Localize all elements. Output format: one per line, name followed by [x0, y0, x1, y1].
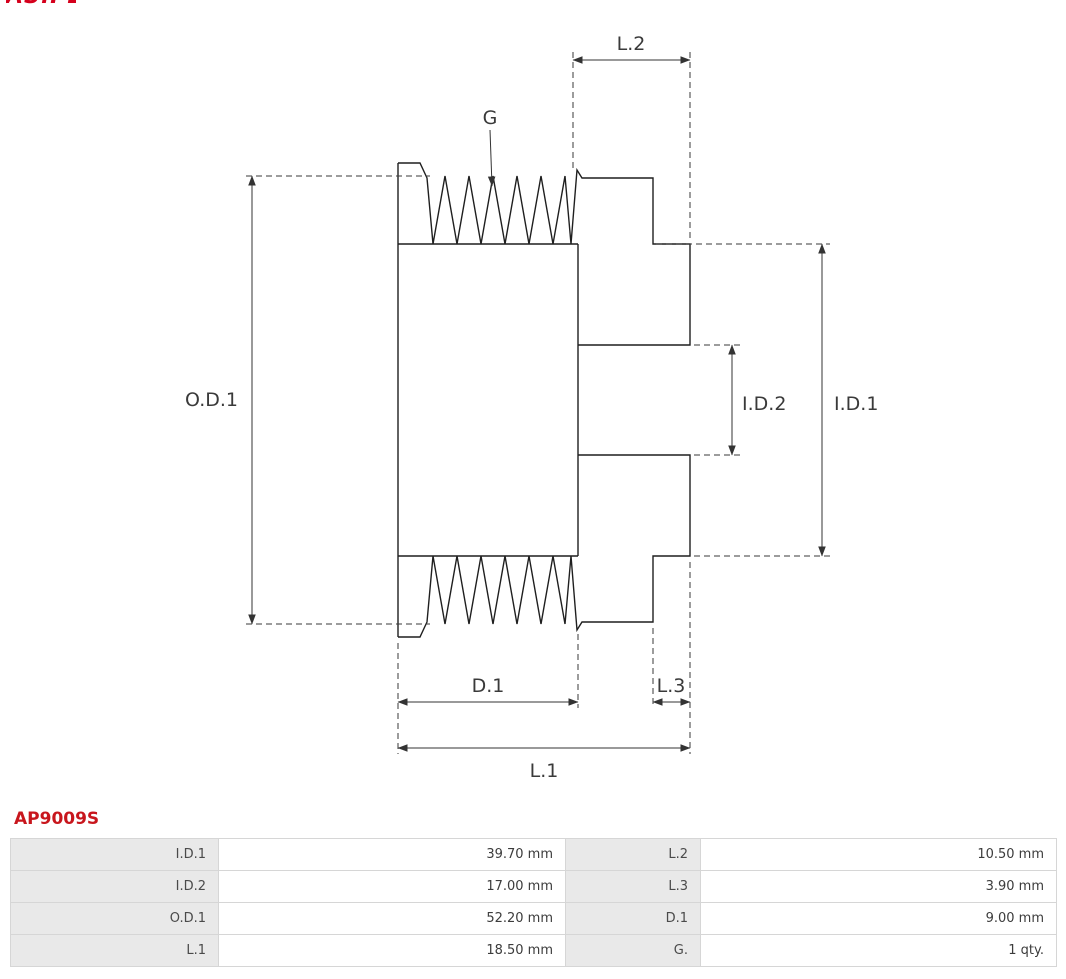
table-row: O.D.1 52.20 mm D.1 9.00 mm	[10, 902, 1057, 935]
dimension-lines	[248, 56, 826, 752]
extension-lines	[246, 52, 830, 754]
table-row: L.1 18.50 mm G. 1 qty.	[10, 934, 1057, 967]
pulley-bottom-profile	[398, 454, 691, 638]
spec-value: 39.70 mm	[218, 838, 566, 871]
spec-value: 3.90 mm	[700, 870, 1057, 903]
dim-label-g: G	[483, 107, 498, 129]
spec-value: 17.00 mm	[218, 870, 566, 903]
dim-label-id2: I.D.2	[742, 393, 786, 415]
product-code: AP9009S	[14, 809, 100, 829]
pulley-outline	[397, 162, 691, 638]
dim-label-d1: D.1	[472, 675, 505, 697]
spec-value: 18.50 mm	[218, 934, 566, 967]
leader-line-g	[487, 129, 496, 187]
dim-label-id1: I.D.1	[834, 393, 878, 415]
table-row: I.D.2 17.00 mm L.3 3.90 mm	[10, 870, 1057, 903]
dimension-labels: L.2 G O.D.1 I.D.2 I.D.1 D.1 L.3 L.1	[185, 33, 878, 782]
pulley-technical-drawing: L.2 G O.D.1 I.D.2 I.D.1 D.1 L.3 L.1	[185, 33, 878, 782]
table-row: I.D.1 39.70 mm L.2 10.50 mm	[10, 838, 1057, 871]
logo-fragment: AS.PL	[6, 0, 76, 7]
spec-label: D.1	[565, 902, 701, 935]
dim-label-l2: L.2	[617, 33, 646, 55]
spec-value: 9.00 mm	[700, 902, 1057, 935]
spec-value: 52.20 mm	[218, 902, 566, 935]
spec-label: G.	[565, 934, 701, 967]
dim-label-l1: L.1	[530, 760, 559, 782]
spec-label: I.D.2	[10, 870, 219, 903]
spec-label: O.D.1	[10, 902, 219, 935]
spec-label: I.D.1	[10, 838, 219, 871]
pulley-top-profile	[398, 162, 691, 346]
logo-mark: AS.PL	[6, 0, 76, 7]
spec-value: 1 qty.	[700, 934, 1057, 967]
spec-table: I.D.1 39.70 mm L.2 10.50 mm I.D.2 17.00 …	[10, 838, 1057, 967]
dim-label-l3: L.3	[657, 675, 686, 697]
spec-value: 10.50 mm	[700, 838, 1057, 871]
spec-label: L.2	[565, 838, 701, 871]
spec-label: L.1	[10, 934, 219, 967]
spec-label: L.3	[565, 870, 701, 903]
dim-label-od1: O.D.1	[185, 389, 238, 411]
